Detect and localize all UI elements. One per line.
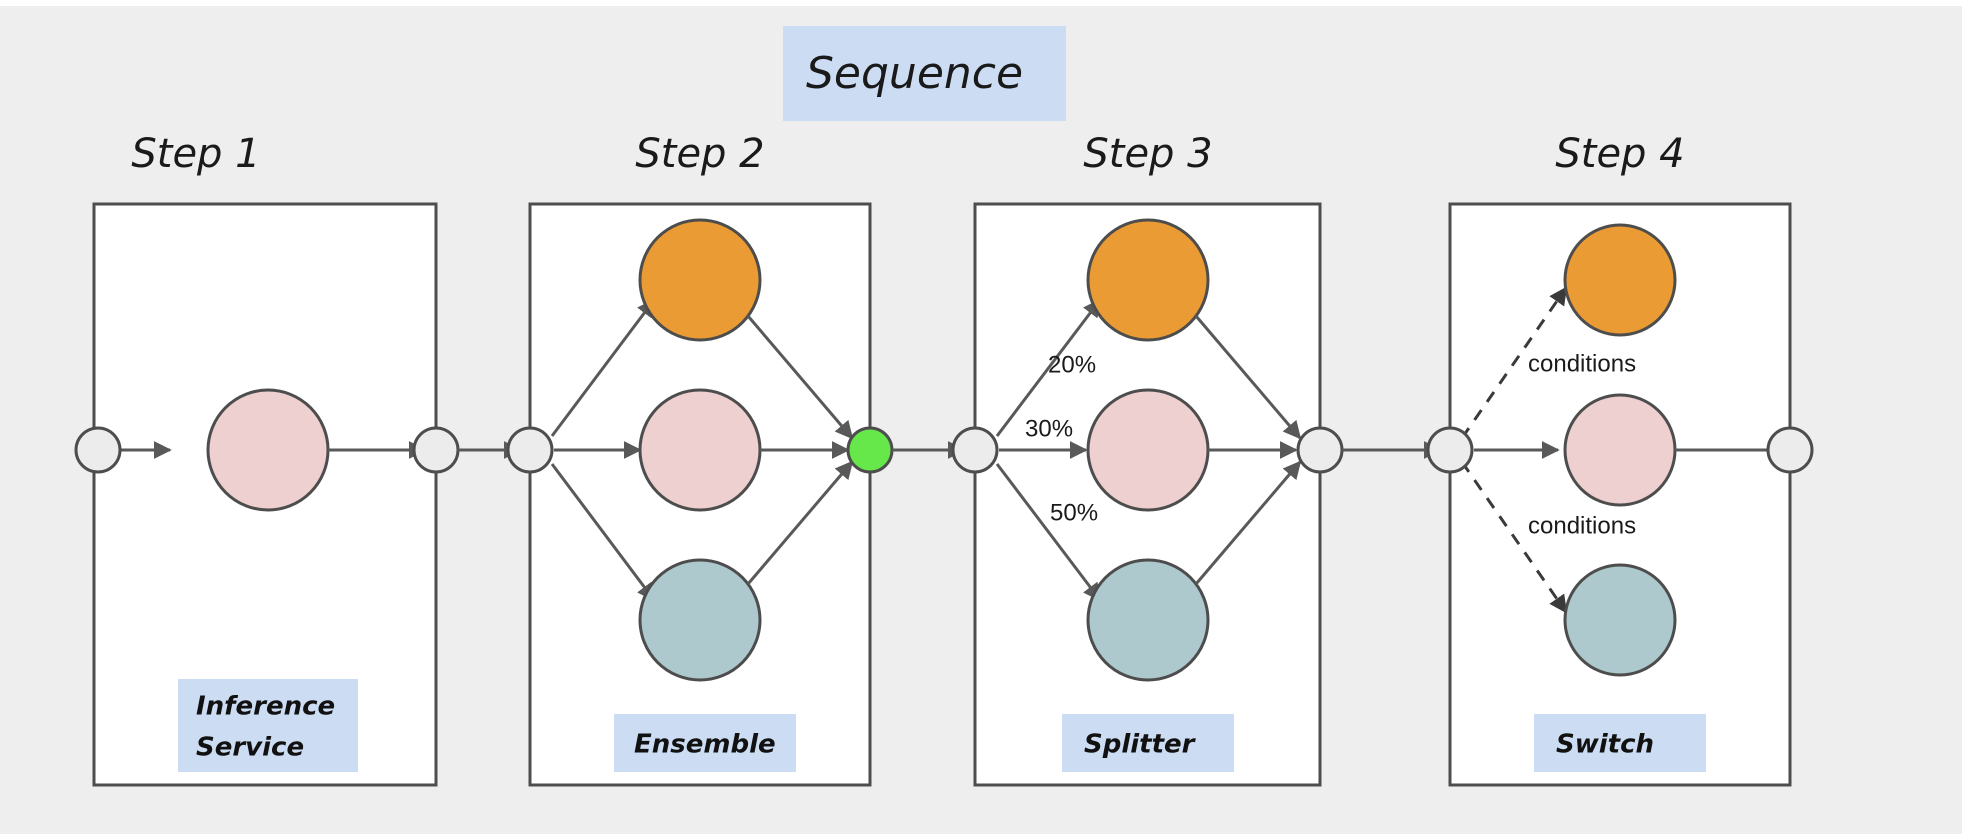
step-2-edge-to-top [550,298,656,437]
step-1-node-model[interactable] [206,388,330,512]
step-3-edge-to-top [995,298,1102,437]
step-2-node-model-top[interactable] [638,218,762,342]
step-2-entry-node[interactable] [506,426,554,474]
step-4-edge-to-top [1460,286,1568,439]
step-3-entry-node[interactable] [951,426,999,474]
step-1-tag-background [178,679,358,772]
step-1-exit-node[interactable] [412,426,460,474]
step-3-edge-label-top: 20% [1048,351,1096,378]
step-4-tag-label: Switch [1556,730,1654,760]
step-4-tag-background [1534,714,1706,772]
step-4-node-model-top[interactable] [1563,223,1677,337]
diagram-title: Sequence [783,26,1066,121]
step-2-edge-from-bottom [746,460,854,585]
step-2-heading: Step 2 [635,131,764,177]
pipeline-end-node[interactable] [1766,426,1814,474]
step-3-node-model-top[interactable] [1086,218,1210,342]
step-3-heading: Step 3 [1083,131,1212,177]
step-2-tag-background [614,714,796,772]
step-3-node-model-middle[interactable] [1086,388,1210,512]
step-1-tag-line-2: Service [196,733,304,763]
step-4-group: Step 4 conditions conditions Switch [1426,131,1814,787]
step-4-node-model-middle[interactable] [1563,393,1677,507]
pipeline-start-node[interactable] [74,426,122,474]
step-2-edge-from-top [746,315,854,440]
step-4-edge-to-bottom [1460,461,1568,614]
step-4-edge-label-bottom: conditions [1528,512,1636,539]
step-4-edge-label-top: conditions [1528,350,1636,377]
step-2-tag-label: Ensemble [634,730,776,760]
step-3-edge-from-bottom [1194,460,1302,585]
step-4-heading: Step 4 [1555,131,1684,177]
step-2-edge-to-bottom [550,463,656,602]
step-2-node-model-middle[interactable] [638,388,762,512]
title-background [783,26,1066,121]
step-3-exit-node[interactable] [1296,426,1344,474]
step-2-join-node[interactable] [846,426,894,474]
title-label: Sequence [806,48,1023,99]
step-3-group: Step 3 20% 30% 50% Splitter [951,131,1344,787]
step-1-group: Step 1 Inference Service [74,131,460,787]
step-1-heading: Step 1 [131,131,260,177]
step-2-group: Step 2 Ensemble [506,131,894,787]
step-3-edge-from-top [1194,315,1302,440]
step-3-tag-label: Splitter [1084,730,1197,760]
step-1-tag-line-1: Inference [196,692,335,722]
step-3-edge-label-bottom: 50% [1050,499,1098,526]
step-4-entry-node[interactable] [1426,426,1474,474]
step-3-edge-to-bottom [995,463,1102,602]
step-3-edge-label-middle: 30% [1025,415,1073,442]
step-3-node-model-bottom[interactable] [1086,558,1210,682]
step-4-node-model-bottom[interactable] [1563,563,1677,677]
step-2-node-model-bottom[interactable] [638,558,762,682]
step-3-tag-background [1062,714,1234,772]
